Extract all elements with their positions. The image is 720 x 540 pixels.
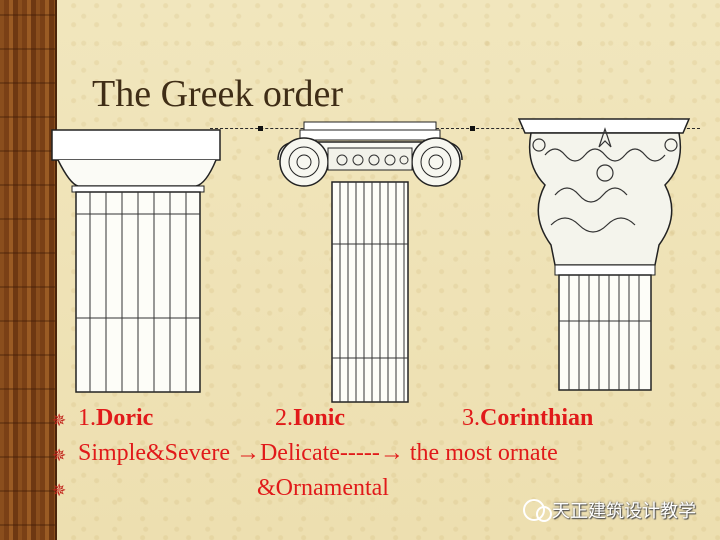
- watermark-text: 天正建筑设计教学: [552, 501, 696, 522]
- rule-dot: [258, 126, 263, 131]
- rule-dot: [470, 126, 475, 131]
- doric-column-illustration: [51, 129, 221, 393]
- dashed-rule: [210, 128, 700, 129]
- description-line: Simple&Severe →Delicate-----→ the most o…: [78, 440, 558, 466]
- bullet-icon: ✵: [52, 481, 67, 500]
- corinthian-column-illustration: [517, 118, 691, 391]
- ionic-column-illustration: [277, 121, 463, 403]
- wood-border: [0, 0, 57, 540]
- description-line-2: &Ornamental: [257, 475, 389, 501]
- bullet-icon: ✵: [52, 446, 67, 465]
- arrow-icon: →: [235, 440, 260, 466]
- label-corinthian: 3.Corinthian: [462, 405, 594, 431]
- label-ionic: 2.Ionic: [275, 405, 346, 431]
- arrow-icon: →: [379, 440, 404, 466]
- label-doric: 1.Doric: [78, 405, 154, 431]
- bullet-icon: ✵: [52, 411, 67, 430]
- watermark-logo-icon: [523, 499, 552, 522]
- slide-title: The Greek order: [92, 73, 344, 115]
